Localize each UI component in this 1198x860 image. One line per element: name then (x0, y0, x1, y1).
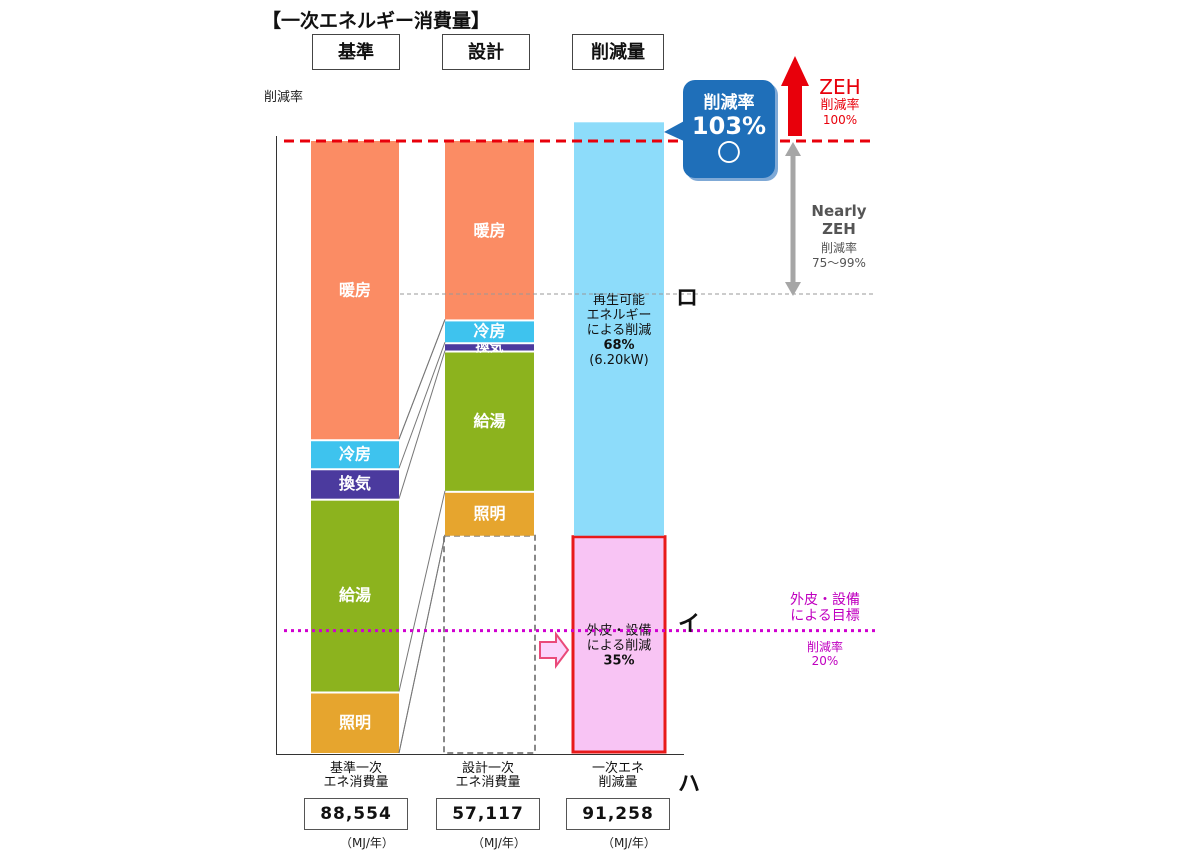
envelope-reduction-outline (571, 535, 667, 754)
nearly-range-arrow-head-down (785, 282, 801, 296)
y-axis-line (276, 136, 277, 754)
target-line2: による目標 (790, 608, 860, 624)
segment-label: 再生可能 (593, 293, 645, 308)
bottom-label-line: 基準一次 (329, 761, 382, 776)
value-box-kijun: 88,554 (304, 798, 408, 830)
bar-segment-給湯 (445, 352, 534, 491)
bottom-label-line: 削減量 (598, 775, 638, 790)
column-header-sakugen: 削減量 (572, 34, 664, 70)
zeh-up-arrow (781, 56, 809, 136)
connector-line (398, 350, 446, 499)
column-header-sekkei: 設計 (442, 34, 530, 70)
segment-label: 暖房 (339, 281, 371, 300)
bar-segment-照明 (311, 693, 399, 753)
mark-ha: ハ (678, 772, 701, 797)
bottom-label-sekkei: 設計一次 エネ消費量 (440, 762, 536, 790)
segment-label: による削減 (587, 322, 652, 338)
bar-segment-給湯 (311, 500, 399, 692)
segment-label: 35% (603, 653, 634, 668)
segment-label: による削減 (587, 637, 652, 653)
target-label-block: 外皮・設備 による目標 (780, 592, 870, 624)
zeh-label-block: ZEH 削減率 100% (808, 76, 872, 127)
bar-segment-reduction-1 (574, 122, 664, 536)
callout-pointer (664, 120, 686, 142)
reduced-portion-dashed-box (443, 534, 536, 755)
segment-label: 68% (603, 338, 634, 353)
bottom-label-sakugen: 一次エネ 削減量 (570, 762, 666, 790)
mark-ro: ロ (676, 286, 699, 311)
bar-segment-reduction-0 (574, 535, 664, 753)
nearly-line1: Nearly (811, 202, 867, 220)
bottom-label-line: 一次エネ (591, 761, 644, 776)
zeh-rate: 100% (822, 113, 858, 127)
nearly-line2: ZEH (822, 220, 856, 238)
segment-label: 暖房 (473, 221, 505, 240)
segment-label: (6.20kW) (589, 353, 648, 368)
segment-label: 給湯 (339, 586, 371, 605)
segment-label: 換気 (476, 338, 504, 355)
bottom-label-kijun: 基準一次 エネ消費量 (308, 762, 404, 790)
connector-line (398, 535, 446, 754)
segment-label: 外皮・設備 (586, 622, 651, 638)
callout-value: 103% (691, 112, 767, 140)
target-line1: 外皮・設備 (790, 592, 860, 608)
unit-label-kijun: （MJ/年） (340, 836, 394, 850)
nearly-rate: 75～99% (812, 256, 866, 270)
y-axis-label: 削減率 (264, 90, 304, 105)
segment-label: 照明 (473, 504, 505, 523)
bar-segment-冷房 (311, 441, 399, 469)
connector-line (398, 490, 446, 692)
zeh-label: ZEH (819, 75, 861, 99)
segment-label: 換気 (339, 474, 371, 493)
segment-label: 冷房 (473, 321, 505, 340)
target-rate: 20% (811, 654, 839, 668)
bar-segment-冷房 (445, 321, 534, 343)
unit-label-sakugen: （MJ/年） (602, 836, 656, 850)
reduction-rate-callout: 削減率 103% 〇 (683, 80, 775, 178)
target-rate-label: 削減率 (806, 640, 843, 654)
zeh-rate-label: 削減率 (820, 98, 860, 113)
bottom-label-line: エネ消費量 (455, 775, 521, 790)
callout-title: 削減率 (703, 93, 755, 113)
bottom-label-line: エネ消費量 (323, 775, 389, 790)
nearly-range-arrow-head-up (785, 142, 801, 156)
segment-label: 照明 (339, 713, 371, 732)
mark-i: イ (678, 612, 701, 637)
bar-segment-照明 (445, 492, 534, 536)
nearly-rate-label: 削減率 (820, 241, 857, 255)
unit-label-sekkei: （MJ/年） (472, 836, 526, 850)
nearly-zeh-label-block: Nearly ZEH 削減率 75～99% (800, 202, 878, 271)
bottom-label-line: 設計一次 (461, 761, 514, 776)
value-box-sekkei: 57,117 (436, 798, 540, 830)
value-box-sakugen: 91,258 (566, 798, 670, 830)
target-rate-block: 削減率 20% (790, 640, 860, 668)
reduction-pointer-arrow (539, 631, 570, 669)
segment-label: 給湯 (473, 411, 505, 430)
chart-title: 【一次エネルギー消費量】 (262, 10, 491, 32)
callout-circle-mark: 〇 (717, 139, 741, 167)
connector-line (398, 319, 446, 440)
column-header-kijun: 基準 (312, 34, 400, 70)
bar-segment-暖房 (311, 141, 399, 440)
x-axis-line (276, 754, 684, 755)
bar-segment-暖房 (445, 141, 534, 320)
connector-line (398, 342, 446, 469)
bar-segment-換気 (445, 344, 534, 351)
segment-label: エネルギー (586, 308, 651, 323)
segment-label: 冷房 (339, 444, 371, 463)
bar-segment-換気 (311, 470, 399, 499)
